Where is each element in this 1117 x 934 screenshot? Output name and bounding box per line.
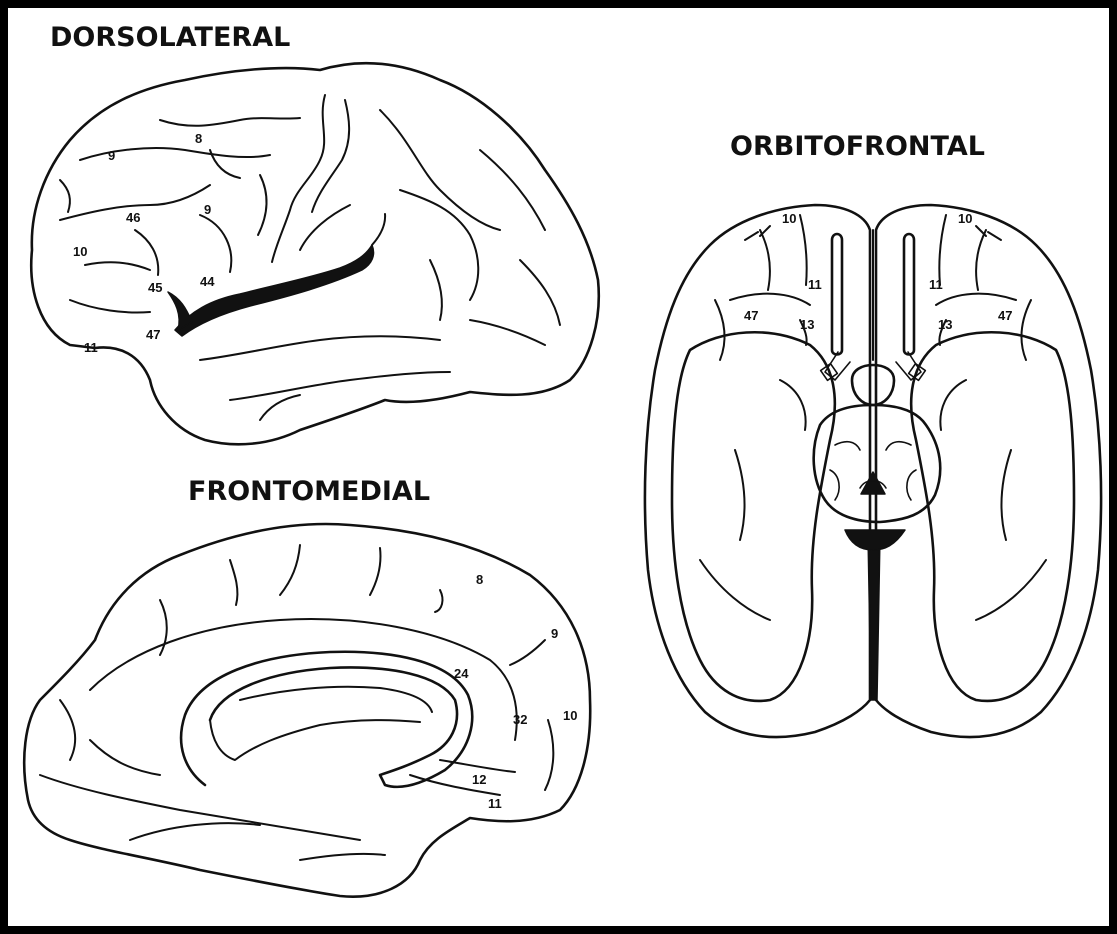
area-label: 11: [929, 277, 943, 292]
area-label: 47: [146, 327, 160, 342]
orbitofrontal-title: ORBITOFRONTAL: [730, 131, 985, 162]
area-label: 10: [782, 211, 796, 226]
area-label: 10: [73, 244, 87, 259]
dorsolateral-brain-outline: [31, 63, 599, 444]
left-hemisphere-outline: [645, 205, 870, 737]
area-label: 47: [998, 308, 1012, 323]
area-label: 10: [958, 211, 972, 226]
right-hemisphere-outline: [876, 205, 1101, 737]
dorsolateral-panel: DORSOLATERAL 9 8 46: [31, 22, 599, 444]
area-label: 11: [84, 340, 98, 355]
area-label: 47: [744, 308, 758, 323]
area-label: 12: [472, 772, 486, 787]
corpus-callosum: [181, 652, 472, 787]
central-sulcus: [272, 95, 325, 262]
orbitofrontal-panel: ORBITOFRONTAL: [645, 131, 1101, 737]
area-label: 44: [200, 274, 215, 289]
area-label: 9: [108, 148, 115, 163]
right-temporal-lobe: [911, 332, 1074, 701]
area-label: 11: [488, 796, 502, 811]
area-label: 24: [454, 666, 469, 681]
area-label: 9: [551, 626, 558, 641]
area-label: 11: [808, 277, 822, 292]
area-label: 13: [800, 317, 814, 332]
area-label: 45: [148, 280, 162, 295]
frontomedial-brain-outline: [24, 524, 590, 897]
area-label: 8: [195, 131, 202, 146]
dorsolateral-title: DORSOLATERAL: [50, 22, 290, 53]
area-label: 9: [204, 202, 211, 217]
area-label: 10: [563, 708, 577, 723]
area-label: 32: [513, 712, 527, 727]
area-label: 8: [476, 572, 483, 587]
left-temporal-lobe: [672, 332, 835, 701]
frontomedial-panel: FRONTOMEDIAL 8 9 24 32 10 12 11: [24, 476, 590, 897]
area-label: 13: [938, 317, 952, 332]
frontomedial-title: FRONTOMEDIAL: [188, 476, 430, 507]
area-label: 46: [126, 210, 140, 225]
sylvian-stem: [168, 292, 192, 330]
cingulate-sulcus: [90, 619, 517, 740]
posterior-fissure: [868, 535, 880, 700]
lateral-fissure: [175, 245, 374, 336]
